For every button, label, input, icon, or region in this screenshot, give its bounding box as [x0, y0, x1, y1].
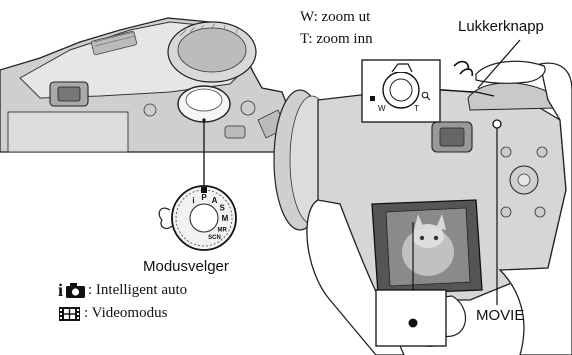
intelligent-auto-icon: i: [58, 281, 86, 299]
mode-dial-label: Modusvelger: [143, 258, 229, 275]
legend-text-intelligent-auto: : Intelligent auto: [88, 282, 187, 299]
zoom-t-label: T: zoom inn: [300, 31, 373, 48]
wide-icon: [370, 96, 375, 101]
legend-video-mode: : Videomodus: [58, 305, 167, 322]
zoom-inset-w: W: [378, 104, 386, 113]
mode-dial-mark: S: [220, 204, 226, 213]
mode-dial-mark: A: [212, 196, 218, 205]
legend-intelligent-auto: i : Intelligent auto: [58, 281, 187, 299]
screen-button-callout: [376, 290, 446, 346]
mode-dial-mark: SCN: [208, 235, 221, 241]
film-icon: [58, 306, 82, 322]
zoom-inset-t: T: [414, 104, 419, 113]
zoom-lever-inset: [362, 60, 440, 122]
shutter-button-label: Lukkerknapp: [458, 18, 544, 35]
legend-text-video-mode: : Videomodus: [84, 305, 167, 322]
zoom-w-label: W: zoom ut: [300, 9, 370, 26]
mode-dial-mark: M: [222, 214, 229, 223]
movie-button-label: MOVIE: [476, 307, 524, 324]
mode-dial-mark: i: [192, 196, 194, 205]
movie-button-on-camera: [493, 120, 501, 128]
mode-dial-mark: MR: [218, 228, 228, 234]
camera-top-view: [0, 18, 292, 186]
svg-text:i: i: [58, 281, 63, 299]
mode-dial-mark: P: [201, 193, 207, 202]
